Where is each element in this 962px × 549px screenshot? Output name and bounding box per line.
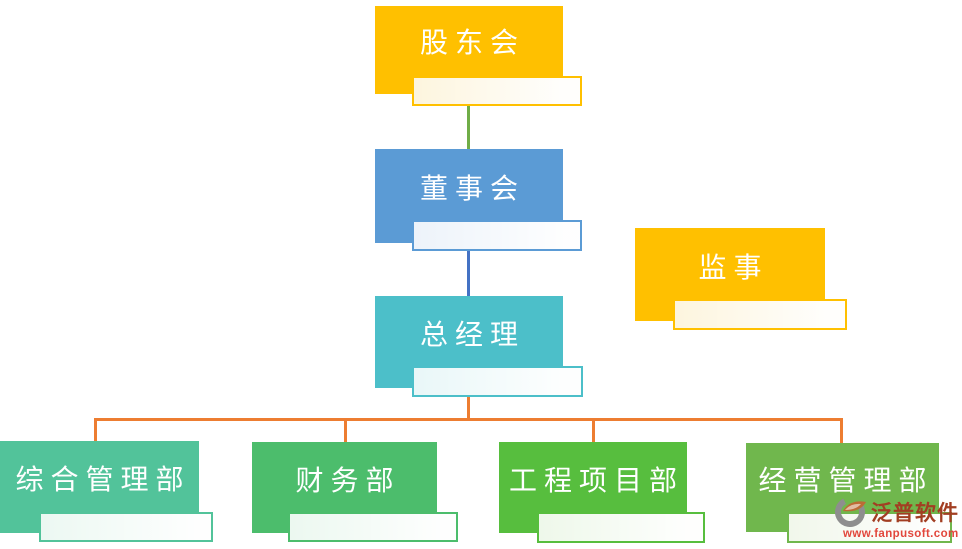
org-node-label: 股东会	[419, 27, 525, 58]
watermark-url-text: www.fanpusoft.com	[843, 528, 959, 540]
org-node-label: 综合管理部	[15, 464, 191, 495]
org-node-box: 总经理	[375, 296, 563, 388]
edge-board-to-gm	[467, 251, 470, 297]
org-node-supervisor: 监事	[635, 228, 847, 330]
org-node-label: 监事	[698, 251, 769, 283]
org-node-label: 财务部	[295, 464, 401, 496]
watermark: 泛普软件 www.fanpusoft.com	[830, 496, 962, 546]
edge-drop-dept-finance	[344, 418, 347, 443]
fanpu-logo-icon	[835, 497, 866, 527]
edge-drop-dept-engineering	[592, 418, 595, 443]
org-node-subshape	[787, 512, 952, 543]
edge-drop-dept-operations	[840, 418, 843, 444]
edge-gm-rail	[94, 418, 843, 421]
org-node-label: 经营管理部	[758, 464, 934, 496]
org-node-general-manager: 总经理	[375, 296, 583, 397]
edge-gm-stem	[467, 397, 470, 419]
org-node-board: 董事会	[375, 149, 582, 251]
org-node-subshape	[412, 76, 582, 106]
org-node-label: 董事会	[419, 173, 525, 204]
watermark-brand-text: 泛普软件	[871, 501, 959, 525]
org-node-label: 工程项目部	[508, 464, 684, 496]
org-node-subshape	[537, 512, 705, 543]
edge-shareholders-to-board	[467, 106, 470, 150]
edge-drop-dept-admin	[94, 418, 97, 442]
org-node-dept-engineering: 工程项目部	[499, 442, 705, 543]
org-node-shareholders: 股东会	[375, 6, 582, 106]
org-node-subshape	[412, 220, 582, 251]
org-node-dept-admin: 综合管理部	[0, 441, 213, 542]
org-node-label: 总经理	[419, 319, 525, 350]
org-node-dept-finance: 财务部	[252, 442, 458, 542]
org-node-subshape	[39, 512, 213, 542]
org-node-dept-operations: 经营管理部	[746, 443, 952, 543]
org-node-subshape	[288, 512, 458, 542]
org-node-subshape	[412, 366, 583, 397]
org-node-subshape	[673, 299, 847, 330]
